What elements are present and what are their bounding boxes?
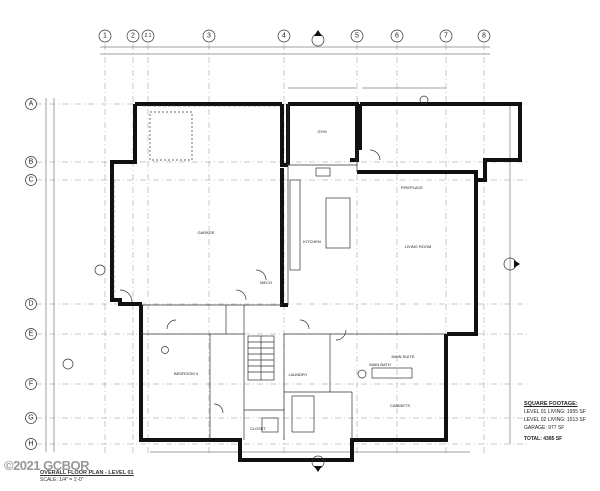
copyright-watermark: ©2021 GCBOR: [4, 458, 90, 473]
grid-row-label: D: [28, 301, 33, 308]
row-bubbles: A B C D E F G H: [25, 98, 37, 450]
grid-row-label: B: [29, 159, 34, 166]
room-label-laundry: LAUNDRY: [288, 372, 307, 377]
exterior-walls: [110, 102, 522, 462]
square-footage-garage: GARAGE: 977 SF: [524, 425, 565, 431]
room-label-cabinets: CABINETS: [390, 403, 410, 408]
kitchen-island: [289, 167, 351, 271]
door-swings: [119, 149, 381, 414]
room-label-closet: CLOSET: [250, 426, 267, 431]
grid-col-label: 7: [444, 33, 448, 40]
grid-col-label: 3: [207, 33, 211, 40]
grid-col-label: 1: [103, 33, 107, 40]
room-label-fireplace: FIREPLACE: [401, 185, 424, 190]
room-label-gym: GYM: [317, 129, 326, 134]
room-label-kitchen: KITCHEN: [303, 239, 321, 244]
square-footage-title: SQUARE FOOTAGE:: [524, 401, 578, 407]
drawing-scale: SCALE: 1/4" = 1'-0": [40, 477, 84, 483]
room-label-living-room: LIVING ROOM: [405, 244, 432, 249]
grid-col-label: 5: [355, 33, 359, 40]
grid-col-label: 4: [282, 33, 286, 40]
grid-col-label: 2: [131, 33, 135, 40]
square-footage-total: TOTAL: 4385 SF: [524, 436, 563, 442]
square-footage-level1: LEVEL 01 LIVING: 1955 SF: [524, 409, 586, 415]
grid-row-label: H: [28, 441, 33, 448]
grid-col-label: 2.1: [145, 33, 152, 39]
room-label-main-suite: MAIN SUITE: [392, 354, 415, 359]
grid-row-label: G: [28, 415, 33, 422]
square-footage-level2: LEVEL 02 LIVING: 1513 SF: [524, 417, 586, 423]
grid-row-label: C: [28, 177, 33, 184]
grid-col-label: 8: [482, 33, 486, 40]
interior-walls: [141, 104, 446, 440]
room-label-mech: MECH: [260, 280, 272, 285]
dimension-lines: [45, 46, 511, 453]
square-footage-table: SQUARE FOOTAGE: LEVEL 01 LIVING: 1955 SF…: [524, 400, 596, 443]
stair: [247, 335, 275, 381]
section-markers: [62, 30, 520, 472]
room-labels: GARAGE GYM KITCHEN LIVING ROOM FIREPLACE…: [174, 129, 431, 431]
grid-row-label: A: [29, 101, 34, 108]
column-bubbles: 1 2 2.1 3 4 5 6 7 8: [98, 29, 491, 43]
room-label-main-bath: MAIN BATH: [369, 362, 391, 367]
bath-fixtures: [161, 346, 413, 433]
room-label-garage: GARAGE: [197, 230, 214, 235]
room-label-bedroom: BEDROOM 4: [174, 371, 199, 376]
grid-row-label: E: [29, 331, 34, 338]
title-block: OVERALL FLOOR PLAN - LEVEL 01 SCALE: 1/4…: [40, 470, 134, 484]
drawing-title: OVERALL FLOOR PLAN - LEVEL 01: [40, 470, 134, 476]
garage-door-lines: [113, 105, 280, 300]
grid-row-label: F: [29, 381, 33, 388]
grid-col-label: 6: [395, 33, 399, 40]
